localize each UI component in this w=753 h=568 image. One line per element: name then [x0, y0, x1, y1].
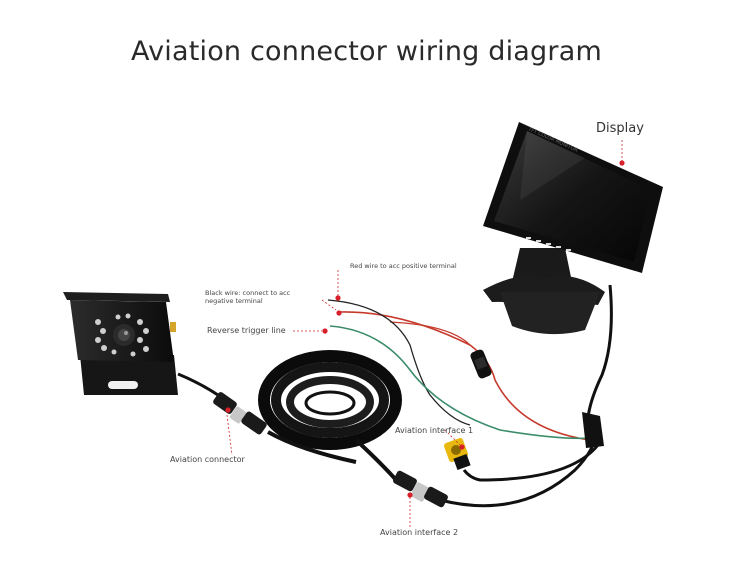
leader-lines	[226, 140, 623, 528]
label-black-wire: Black wire: connect to acc negative term…	[205, 289, 291, 305]
marker-aviation-connector	[225, 407, 231, 413]
marker-red-wire	[335, 295, 341, 301]
label-reverse-trigger: Reverse trigger line	[207, 326, 286, 335]
label-aviation-interface-1: Aviation interface 1	[395, 426, 474, 435]
diagram-title: Aviation connector wiring diagram	[131, 36, 602, 67]
monitor-display: TFT COLOR MONITOR	[483, 122, 663, 335]
rca-connector	[444, 438, 471, 471]
marker-black-wire	[336, 310, 342, 316]
cable-splitter	[582, 412, 604, 448]
label-aviation-interface-2: Aviation interface 2	[380, 528, 459, 537]
aviation-interface-2-plug	[393, 470, 448, 508]
fuse-holder	[470, 349, 492, 379]
label-display: Display	[596, 121, 644, 136]
label-aviation-connector: Aviation connector	[170, 455, 245, 464]
marker-aviation-2	[407, 492, 413, 498]
marker-aviation-1	[459, 444, 465, 450]
marker-dots	[225, 160, 625, 498]
marker-reverse	[322, 328, 328, 334]
marker-display	[619, 160, 625, 166]
aviation-connector-plug	[213, 392, 267, 435]
label-red-wire: Red wire to acc positive terminal	[350, 262, 457, 270]
reverse-camera	[63, 292, 178, 395]
